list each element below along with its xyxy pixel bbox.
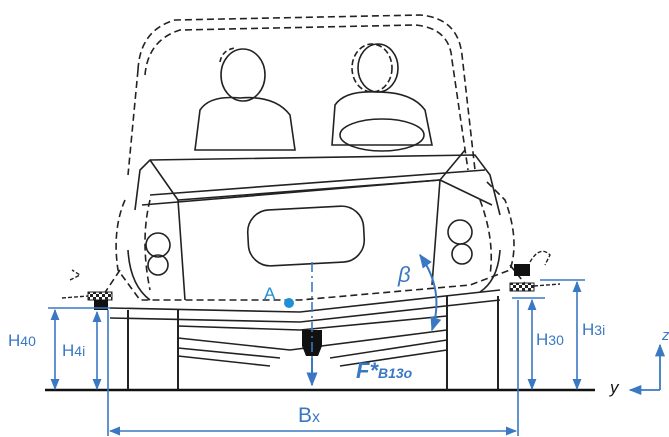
occupants (194, 43, 433, 152)
point-a-marker (284, 298, 294, 308)
platform (109, 289, 501, 367)
beta-label: β (397, 262, 411, 287)
h4i-label: H4i (62, 341, 85, 360)
h30-label: H30 (536, 330, 564, 349)
point-a-label: A (264, 284, 276, 303)
h3i-label: H3i (582, 320, 605, 339)
h40-label: H40 (8, 331, 36, 350)
vehicle-body (99, 14, 531, 301)
axis-z-label: z (661, 327, 669, 344)
axes-glyph (628, 343, 666, 396)
beta-arc (419, 253, 442, 332)
vehicle-body-solid (127, 149, 501, 301)
axis-y-label: y (609, 378, 620, 397)
left-contact-pad (61, 269, 113, 310)
right-contact-pad (509, 250, 561, 292)
support-right (446, 296, 499, 390)
dimension-lines (48, 279, 585, 436)
force-label: F*B13o (356, 358, 413, 383)
support-left (127, 310, 179, 390)
bx-label: Bx (298, 404, 320, 427)
